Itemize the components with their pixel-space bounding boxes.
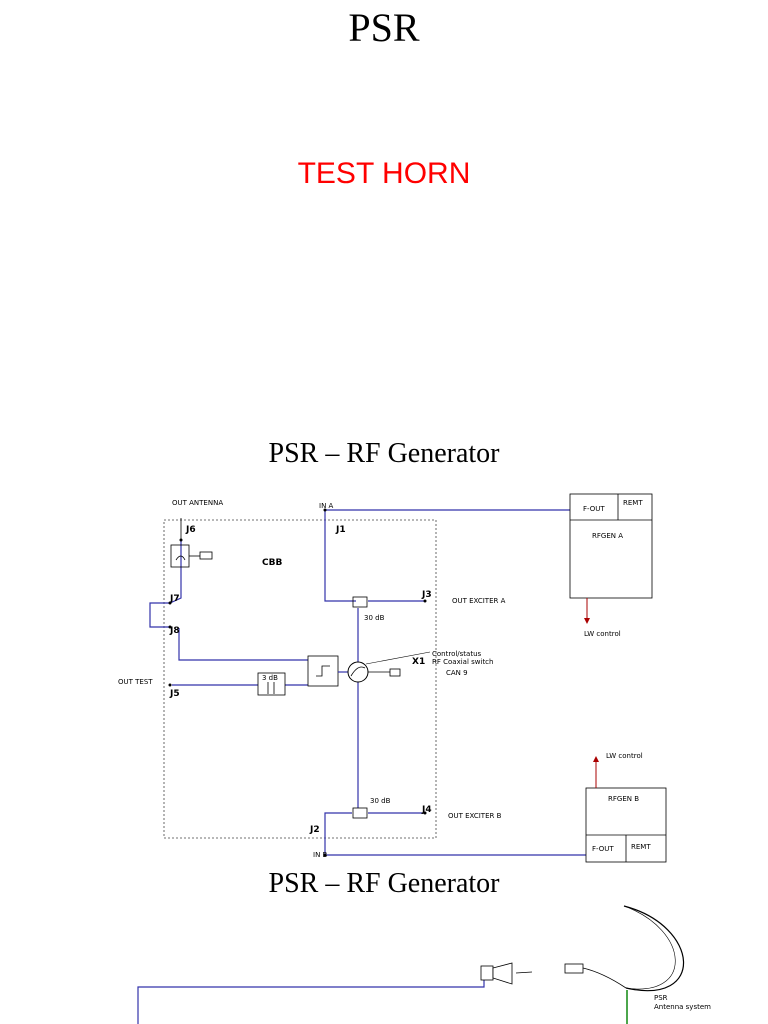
connector-dots (168, 508, 427, 857)
label-out-antenna: OUT ANTENNA (172, 499, 223, 507)
label-rfgen-b-remt: REMT (631, 843, 651, 851)
label-j1: J1 (335, 525, 346, 535)
label-j5: J5 (169, 689, 180, 699)
label-lw-control-a: LW control (584, 630, 621, 638)
label-3db: 3 dB (262, 674, 278, 682)
top-coupler (352, 596, 368, 608)
label-psr-antenna: PSR (654, 994, 668, 1002)
slide-title-psr: PSR (348, 5, 420, 50)
label-30db-top: 30 dB (364, 614, 385, 622)
slide-title-rf-generator: PSR – RF Generator (268, 438, 500, 469)
label-j8: J8 (169, 626, 180, 636)
label-j6: J6 (185, 525, 196, 535)
antenna-feed-horn (564, 963, 584, 974)
label-j2: J2 (309, 825, 320, 835)
label-in-b: IN B (313, 851, 328, 859)
label-rfgen-b-name: RFGEN B (608, 795, 639, 803)
test-horn-feed (480, 965, 494, 981)
reflector-dish-icon (623, 905, 685, 992)
label-rfgen-a-name: RFGEN A (592, 532, 623, 540)
slide-subtitle-test-horn: TEST HORN (297, 157, 471, 190)
x1-coax-switch (347, 661, 369, 683)
label-j7: J7 (169, 594, 180, 604)
label-rfgen-b-fout: F-OUT (592, 845, 614, 853)
label-switch-desc-3: CAN 9 (446, 669, 468, 677)
test-horn-icon (492, 962, 513, 985)
j6-termination (199, 551, 213, 560)
cbb-dashed-outline (163, 519, 437, 839)
label-out-test: OUT TEST (118, 678, 153, 686)
label-switch-desc-1: Control/status (432, 650, 482, 658)
label-rfgen-a-remt: REMT (623, 499, 643, 507)
label-out-exciter-a: OUT EXCITER A (452, 597, 506, 605)
slide-title-rf-generator-2: PSR – RF Generator (268, 868, 500, 899)
label-lw-control-b: LW control (606, 752, 643, 760)
bottom-coupler (352, 807, 368, 819)
label-30db-bottom: 30 dB (370, 797, 391, 805)
attenuator-3db (257, 672, 286, 696)
label-j4: J4 (421, 805, 432, 815)
label-antenna-system: Antenna system (654, 1003, 711, 1011)
label-switch-desc-2: RF Coaxial switch (432, 658, 493, 666)
label-x1: X1 (412, 657, 425, 667)
label-cbb: CBB (262, 558, 282, 568)
label-in-a: IN A (319, 502, 334, 510)
rf-wires (149, 509, 588, 856)
slide3-background (130, 902, 750, 1024)
label-j3: J3 (421, 590, 432, 600)
label-out-exciter-b: OUT EXCITER B (448, 812, 502, 820)
switch-box (307, 655, 339, 687)
rfgen-a-box (569, 493, 653, 599)
label-rfgen-a-fout: F-OUT (583, 505, 605, 513)
